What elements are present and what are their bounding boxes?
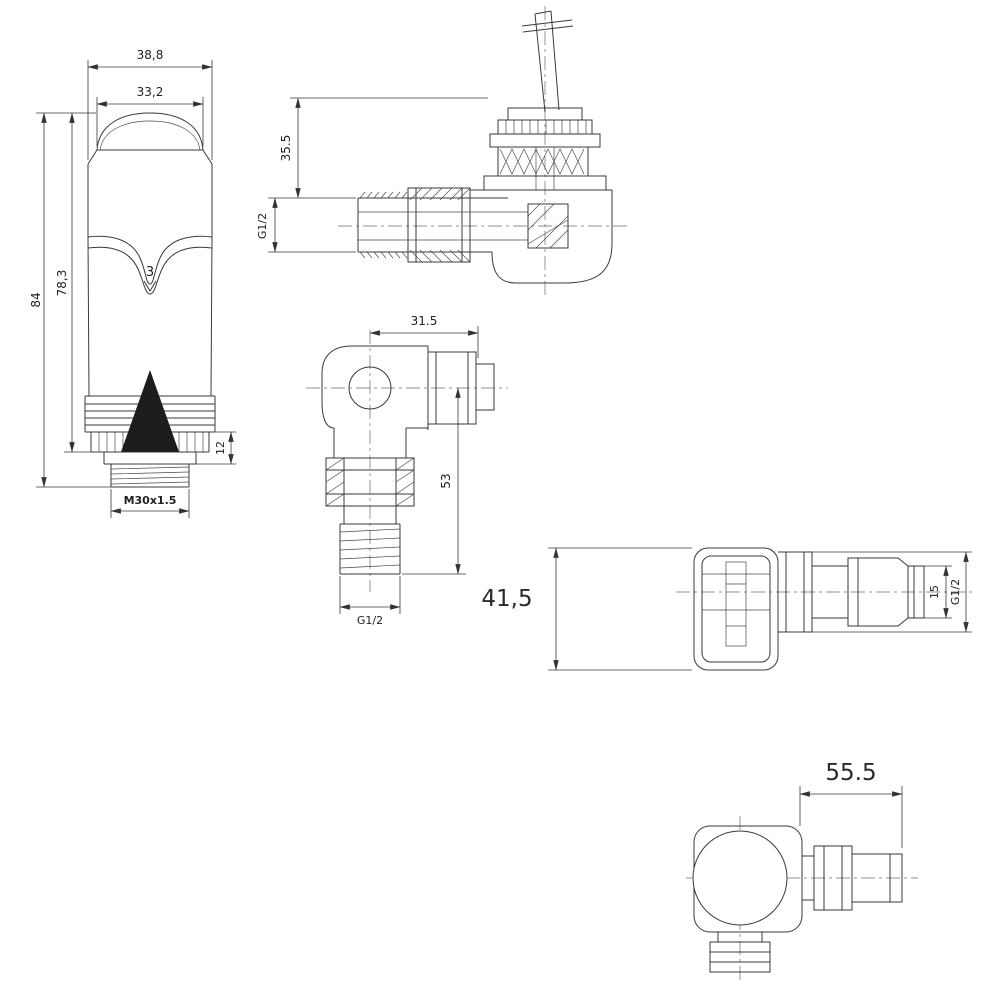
pointer-triangle [121,370,179,452]
view-angle-valve-section: 35.5 G1/2 [256,6,628,296]
view-corner-valve: 55.5 [686,760,918,984]
head-setting-number: 3 [146,265,154,280]
dim-angle-height: 35.5 [279,135,293,162]
dim-elbow-thread: G1/2 [357,614,383,627]
dim-head-collar-height: 12 [214,441,227,455]
dim-head-overall-height: 84 [29,292,43,307]
dim-angle-thread: G1/2 [256,213,269,239]
dim-elbow-height: 53 [439,473,453,488]
dim-head-body-height: 78,3 [55,270,69,297]
view-elbow-body: 31.5 53 G1/2 [306,314,508,627]
dim-side-thread: G1/2 [949,579,962,605]
dim-head-outer-width: 38,8 [137,48,164,62]
dim-side-pipe: 15 [928,585,941,599]
dim-corner-width: 55.5 [825,760,876,786]
view-side-valve: 41,5 15 G1/2 [481,547,972,671]
dim-head-thread: M30x1.5 [124,494,177,507]
dim-elbow-width: 31.5 [411,314,438,328]
dim-head-cap-width: 33,2 [137,85,164,99]
dim-side-height: 41,5 [481,586,532,612]
valve-wheel-circle [692,830,788,926]
view-trv-head: 3 38,8 33,2 84 78,3 12 M30x1.5 [29,48,236,518]
